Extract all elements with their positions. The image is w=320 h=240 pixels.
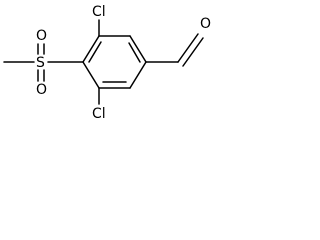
chlorine-top-label: Cl bbox=[92, 4, 106, 20]
aldehyde-oxygen-label: O bbox=[200, 16, 211, 32]
bond-aldehyde-carbon-oxygen-double bbox=[182, 37, 204, 67]
sulfonyl-oxygen-bottom-label: O bbox=[36, 82, 47, 98]
ring-bond-c2-c3 bbox=[129, 35, 147, 63]
ring-double-bond-c6-c1 bbox=[88, 41, 102, 63]
chlorine-bottom-label: Cl bbox=[92, 106, 106, 122]
ring-bond-c5-c6 bbox=[82, 61, 100, 89]
chemical-structure-diagram: Cl Cl S O O O bbox=[3, 4, 211, 122]
ring-bond-c3-c4 bbox=[129, 61, 147, 89]
sulfonyl-oxygen-top-label: O bbox=[36, 28, 47, 44]
ring-double-bond-c2-c3 bbox=[128, 42, 141, 63]
ring-bond-c6-c1 bbox=[82, 35, 100, 63]
bond-aldehyde-carbon-oxygen bbox=[177, 33, 199, 63]
benzene-ring bbox=[82, 35, 147, 89]
sulfur-label: S bbox=[36, 55, 45, 71]
